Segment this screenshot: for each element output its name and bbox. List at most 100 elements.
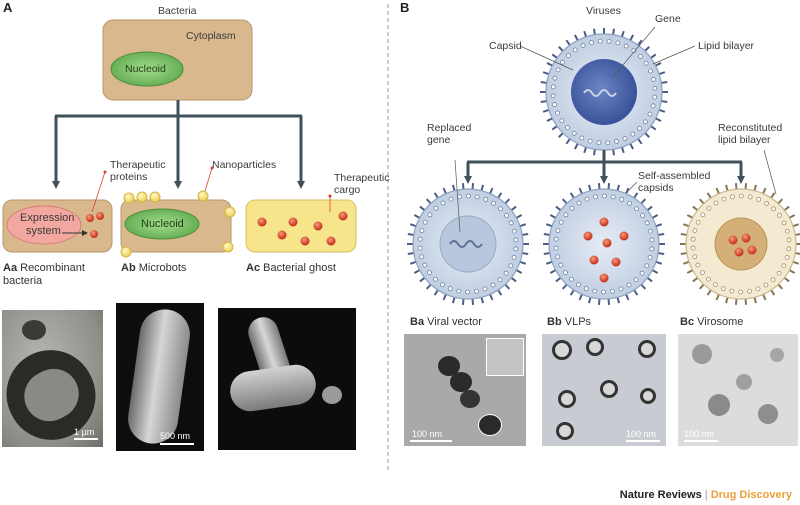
micrograph-aa: 1 µm: [2, 310, 103, 447]
membrane-spike: [698, 283, 705, 290]
membrane-spike: [658, 71, 666, 76]
cargo-dot: [277, 230, 287, 240]
label-gene: Gene: [655, 13, 681, 25]
membrane-dot: [623, 43, 629, 49]
membrane-spike: [574, 34, 579, 41]
membrane-dot: [622, 136, 628, 141]
membrane-dot: [784, 255, 790, 260]
membrane-dot: [576, 282, 581, 288]
membrane-dot: [644, 263, 650, 269]
membrane-dot: [432, 276, 438, 282]
membrane-dot: [482, 286, 488, 292]
nanoparticle: [224, 206, 236, 218]
membrane-spike: [762, 187, 767, 195]
label-self-assembled: Self-assembled capsids: [638, 170, 711, 194]
membrane-dot: [747, 194, 753, 200]
membrane-dot: [508, 220, 514, 226]
membrane-dot: [705, 276, 711, 282]
label-bacteria: Bacteria: [158, 5, 197, 17]
membrane-spike: [777, 198, 784, 205]
membrane-dot: [592, 288, 598, 294]
membrane-dot: [568, 276, 574, 282]
membrane-dot: [513, 237, 519, 243]
membrane-spike: [788, 214, 796, 219]
protein-dot: [96, 212, 104, 220]
membrane-dot: [763, 282, 769, 288]
membrane-dot: [504, 212, 509, 218]
membrane-spike: [542, 71, 550, 76]
membrane-spike: [783, 205, 790, 212]
membrane-dot: [584, 196, 590, 202]
membrane-spike: [762, 293, 767, 301]
membrane-spike: [442, 293, 447, 301]
membrane-dot: [626, 282, 632, 288]
label-nanoparticles: Nanoparticles: [212, 159, 277, 171]
membrane-spike: [569, 192, 575, 199]
membrane-spike: [574, 143, 579, 150]
membrane-spike: [682, 260, 690, 265]
virosome: [680, 183, 800, 305]
membrane-dot: [781, 263, 787, 269]
membrane-dot: [465, 289, 471, 295]
membrane-spike: [545, 223, 553, 228]
membrane-spike: [682, 223, 690, 228]
membrane-spike: [753, 297, 757, 304]
membrane-dot: [644, 220, 650, 226]
membrane-spike: [658, 232, 665, 236]
membrane-dot: [614, 139, 619, 144]
membrane-dot: [720, 286, 726, 292]
micrograph-ab: 500 nm: [116, 303, 204, 451]
membrane-dot: [597, 38, 603, 44]
nanoparticle: [149, 191, 161, 203]
journal-credit: Nature Reviews | Drug Discovery: [620, 489, 792, 501]
membrane-dot: [648, 68, 653, 74]
membrane-spike: [583, 146, 588, 154]
scale-label-bb: 100 nm: [626, 429, 657, 439]
membrane-dot: [784, 228, 790, 234]
label-system: system: [26, 225, 61, 237]
membrane-spike: [686, 214, 694, 219]
membrane-spike: [658, 108, 666, 113]
membrane-spike: [546, 62, 553, 67]
credit-separator: |: [704, 489, 708, 501]
membrane-dot: [713, 200, 719, 206]
membrane-dot: [553, 236, 559, 242]
micrograph-bc: 100 nm: [678, 334, 798, 446]
membrane-dot: [447, 286, 453, 292]
membrane-dot: [647, 111, 653, 117]
membrane-spike: [442, 187, 447, 195]
label-replaced-gene: Replaced gene: [427, 122, 472, 146]
membrane-dot: [781, 220, 787, 226]
membrane-spike: [413, 269, 421, 274]
membrane-spike: [629, 143, 634, 150]
membrane-spike: [497, 289, 503, 296]
membrane-spike: [777, 283, 784, 290]
membrane-dot: [419, 228, 425, 233]
label-therapeutic-cargo: Therapeutic cargo: [334, 172, 390, 196]
membrane-dot: [690, 245, 696, 251]
membrane-spike: [715, 293, 720, 301]
membrane-spike: [433, 192, 439, 199]
membrane-dot: [565, 125, 570, 131]
membrane-spike: [543, 232, 550, 236]
membrane-spike: [783, 276, 790, 283]
membrane-dot: [565, 53, 571, 58]
membrane-spike: [555, 276, 562, 283]
membrane-dot: [601, 289, 607, 295]
membrane-spike: [543, 252, 550, 256]
label-capsid: Capsid: [489, 40, 522, 52]
membrane-spike: [569, 289, 575, 296]
membrane-spike: [788, 269, 796, 274]
membrane-spike: [651, 214, 659, 219]
membrane-dot: [755, 286, 761, 292]
membrane-spike: [519, 260, 527, 265]
viral-vector: [407, 183, 529, 305]
membrane-dot: [497, 277, 503, 283]
membrane-spike: [725, 184, 729, 191]
membrane-spike: [612, 149, 615, 156]
membrane-spike: [646, 205, 653, 212]
membrane-spike: [655, 117, 662, 122]
membrane-spike: [792, 223, 800, 228]
membrane-dot: [555, 228, 561, 233]
membrane-dot: [638, 53, 643, 59]
